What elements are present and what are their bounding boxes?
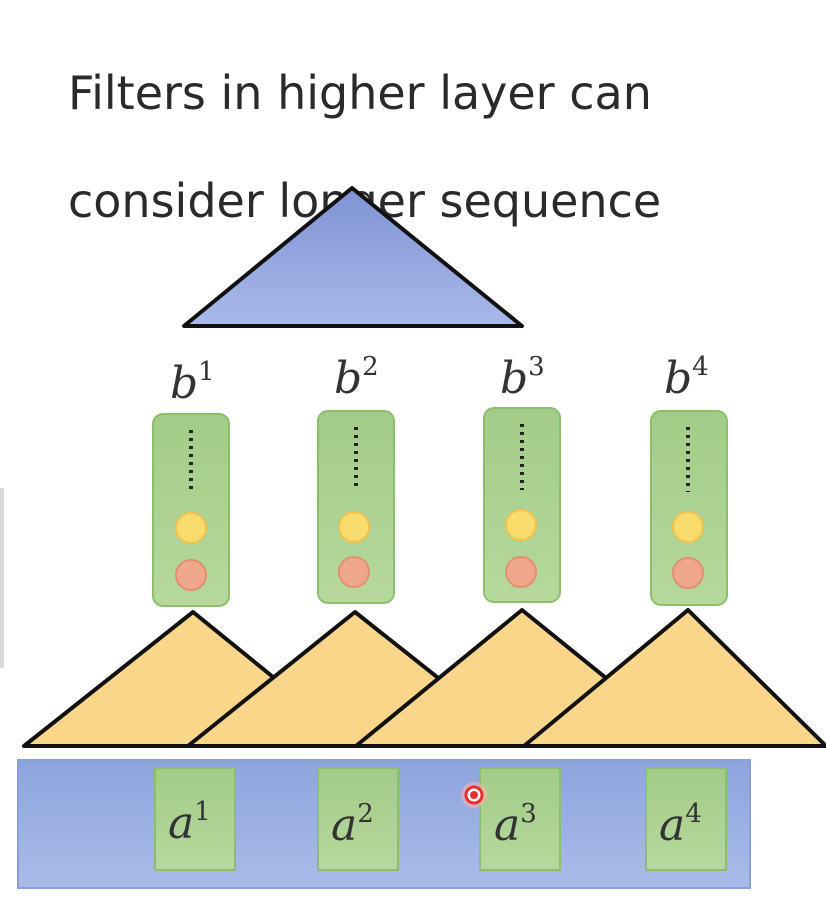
neuron-pink bbox=[175, 559, 207, 591]
neuron-pink bbox=[672, 557, 704, 589]
input-cell-3: a3 bbox=[479, 767, 561, 871]
top-filter-triangle bbox=[182, 186, 524, 328]
title-line-1: Filters in higher layer can bbox=[68, 66, 652, 120]
neuron-pink bbox=[338, 556, 370, 588]
output-vector-2 bbox=[317, 410, 395, 604]
output-vector-4 bbox=[650, 410, 728, 606]
input-label-2: a2 bbox=[331, 799, 374, 851]
neuron-yellow bbox=[505, 509, 537, 541]
input-label-4: a4 bbox=[659, 799, 702, 851]
title-line-2: consider longer sequence bbox=[68, 174, 662, 228]
input-cell-2: a2 bbox=[317, 767, 399, 871]
neuron-yellow bbox=[175, 512, 207, 544]
output-vector-3 bbox=[483, 407, 561, 603]
input-label-3: a3 bbox=[494, 799, 537, 851]
neuron-yellow bbox=[338, 511, 370, 543]
left-edge-artifact bbox=[0, 488, 4, 668]
output-label-1: b1 bbox=[170, 357, 215, 409]
input-cell-4: a4 bbox=[645, 767, 727, 871]
output-label-4: b4 bbox=[664, 352, 709, 404]
neuron-pink bbox=[505, 556, 537, 588]
slide-title: Filters in higher layer can consider lon… bbox=[68, 12, 808, 282]
input-label-1: a1 bbox=[168, 797, 211, 849]
neuron-yellow bbox=[672, 511, 704, 543]
output-vector-1 bbox=[152, 413, 230, 607]
input-cell-1: a1 bbox=[154, 767, 236, 871]
output-label-3: b3 bbox=[500, 352, 545, 404]
output-labels: b1 b2 b3 b4 bbox=[170, 352, 709, 409]
pointer-dot-icon bbox=[461, 782, 487, 808]
filter-triangle-4 bbox=[522, 608, 826, 748]
output-label-2: b2 bbox=[334, 352, 379, 404]
